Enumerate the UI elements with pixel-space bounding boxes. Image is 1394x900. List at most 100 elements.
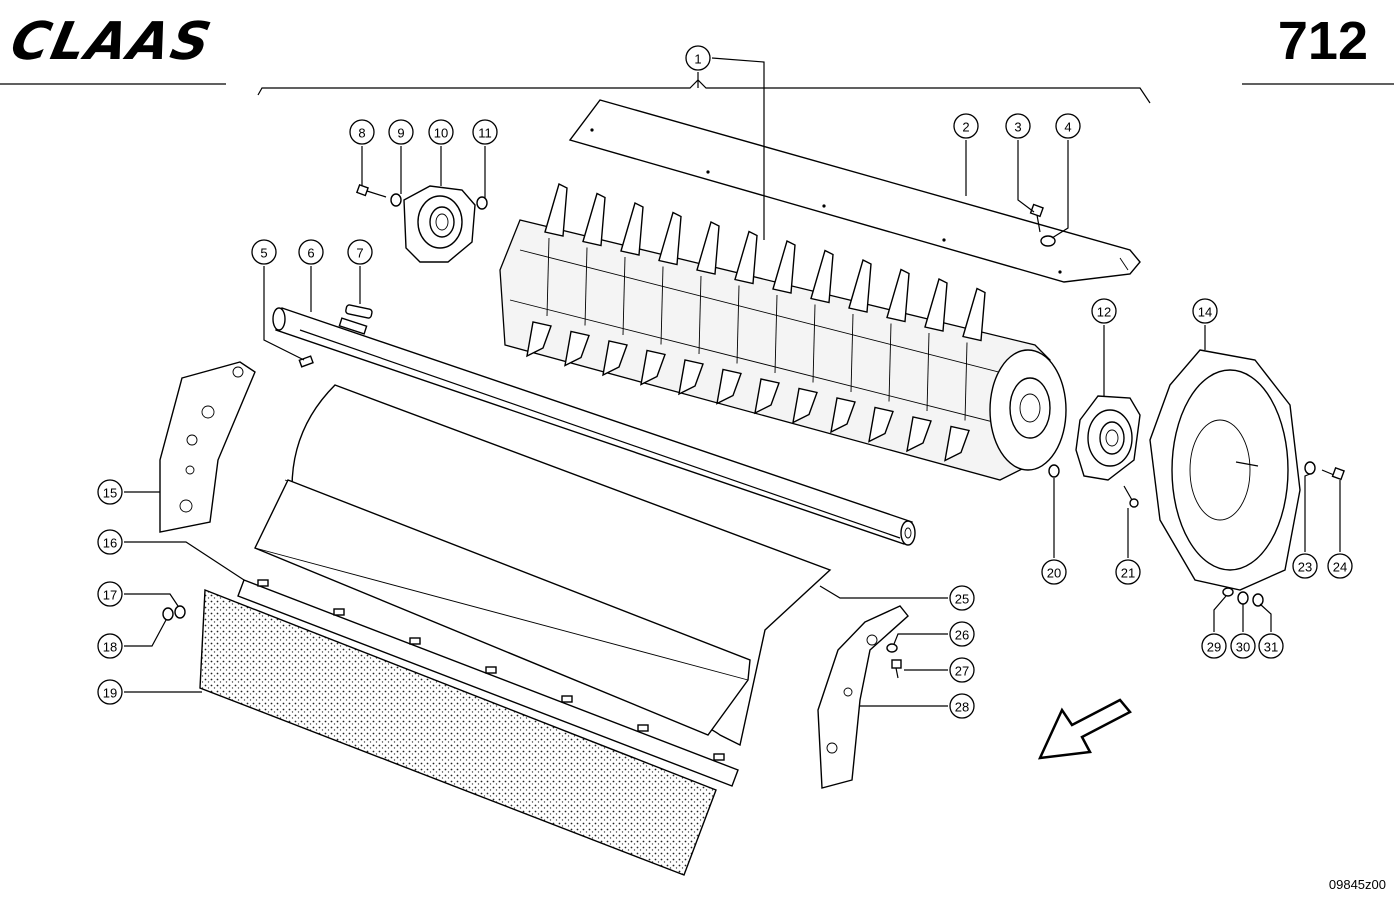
callout-circle: [97, 529, 123, 555]
strip-stud: [637, 724, 649, 732]
callout-3: 3: [1005, 113, 1031, 139]
callout-label: 11: [478, 126, 492, 141]
callout-label: 12: [1097, 305, 1111, 320]
callout-circle: [685, 45, 711, 71]
bearing-nut-20: [1048, 464, 1060, 478]
strip-stud: [485, 666, 497, 674]
callout-17: 17: [97, 581, 123, 607]
flap-washer: [174, 605, 186, 619]
paddle-lower: [716, 368, 742, 405]
callout-label: 30: [1236, 640, 1250, 655]
paddle-seam: [546, 237, 550, 317]
callout-label: 29: [1207, 640, 1221, 655]
leader-line-5: [263, 266, 305, 361]
callout-circle: [1005, 113, 1031, 139]
callout-28: 28: [949, 693, 975, 719]
callout-circle: [1201, 633, 1227, 659]
paddle-upper: [772, 239, 796, 294]
rubber-flap: [199, 588, 717, 876]
callout-circle: [949, 657, 975, 683]
callout-7: 7: [347, 239, 373, 265]
disc-washer-29: [1222, 587, 1234, 597]
callout-circle: [97, 581, 123, 607]
callout-circle: [251, 239, 277, 265]
callout-label: 21: [1121, 566, 1135, 581]
paddle-lower: [944, 425, 970, 462]
callout-12: 12: [1091, 298, 1117, 324]
callout-label: 5: [260, 246, 267, 261]
plate-bolt: [891, 659, 902, 679]
callout-circle: [97, 679, 123, 705]
paddle-upper: [886, 268, 910, 323]
callout-8: 8: [349, 119, 375, 145]
rotor-shaft: [272, 307, 916, 546]
page-number: 712: [1277, 11, 1368, 71]
callout-2: 2: [953, 113, 979, 139]
callout-label: 27: [955, 664, 969, 679]
inner-shield: [254, 479, 751, 736]
direction-arrow-icon: [1037, 698, 1132, 760]
leader-line-17: [124, 593, 179, 607]
side-disc-cover: [1149, 349, 1301, 591]
paddle-lower: [526, 321, 552, 358]
paddle-upper: [658, 211, 682, 266]
paddle-lower: [906, 416, 932, 453]
flange-washer: [390, 193, 402, 207]
callout-23: 23: [1292, 553, 1318, 579]
callout-label: 15: [103, 486, 117, 501]
paddle-seam: [698, 275, 702, 355]
leader-line-29: [1213, 595, 1227, 632]
paddle-lower: [602, 340, 628, 377]
callout-label: 2: [962, 120, 969, 135]
callout-circle: [1041, 559, 1067, 585]
paddle-upper: [734, 230, 758, 285]
paddle-seam: [736, 285, 740, 364]
paddle-seam: [964, 342, 968, 421]
callout-label: 17: [103, 588, 117, 603]
callout-26: 26: [949, 621, 975, 647]
paddle-seam: [888, 323, 892, 402]
assembly-bracket: [257, 79, 1151, 104]
leader-line-23: [1304, 473, 1311, 552]
disc-bolt: [1321, 466, 1345, 481]
callout-15: 15: [97, 479, 123, 505]
disc-nut-31: [1252, 593, 1264, 607]
paddle-lower: [792, 387, 818, 424]
leader-line-4: [1051, 140, 1069, 239]
callout-5: 5: [251, 239, 277, 265]
callout-label: 7: [356, 246, 363, 261]
callout-label: 1: [694, 52, 701, 67]
callout-circle: [97, 479, 123, 505]
paddle-upper: [620, 201, 644, 256]
plate-washer: [886, 643, 898, 653]
callout-circle: [1230, 633, 1256, 659]
callout-21: 21: [1115, 559, 1141, 585]
grub-screw: [298, 355, 314, 368]
callout-27: 27: [949, 657, 975, 683]
paddle-seam: [850, 313, 854, 393]
callout-label: 28: [955, 700, 969, 715]
callout-label: 26: [955, 628, 969, 643]
leader-line-16: [124, 541, 245, 581]
leader-lines: [124, 57, 1341, 707]
callout-circle: [349, 119, 375, 145]
callout-label: 6: [307, 246, 314, 261]
callout-label: 25: [955, 592, 969, 607]
callout-24: 24: [1327, 553, 1353, 579]
callout-circle: [949, 585, 975, 611]
left-side-plate: [159, 361, 256, 533]
top-cover-plate: [568, 99, 1141, 283]
callout-label: 20: [1047, 566, 1061, 581]
callout-circle: [1115, 559, 1141, 585]
flange-nut: [476, 196, 488, 210]
callout-circle: [1192, 298, 1218, 324]
paddle-upper: [962, 287, 986, 342]
disc-washer: [1304, 461, 1316, 475]
rotor-paddles: [526, 182, 986, 462]
callout-label: 23: [1298, 560, 1312, 575]
callout-circle: [1258, 633, 1284, 659]
callout-label: 3: [1014, 120, 1021, 135]
